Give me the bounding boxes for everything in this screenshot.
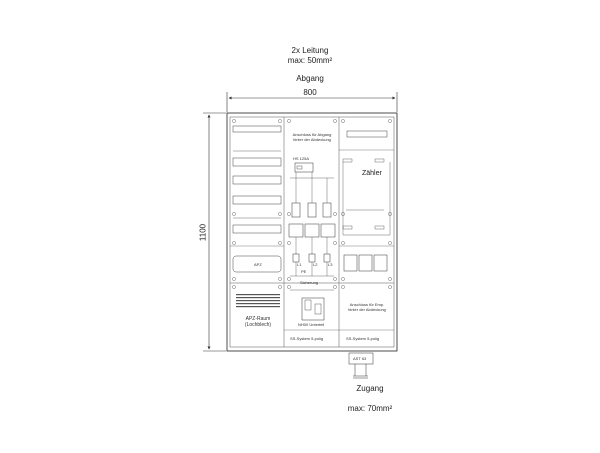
main-switch: [294, 162, 314, 173]
left-module-strips: [232, 125, 282, 273]
apz-room-perforation: [236, 294, 280, 308]
incoming-label: Zugang: [356, 384, 384, 393]
phase-l1-label: L1: [297, 262, 302, 267]
cable-max-label: max: 50mm²: [287, 56, 333, 65]
pe-label: PE: [301, 269, 307, 274]
incoming-cable: [353, 364, 368, 379]
busbar-right-label: SS-System 5-polig: [346, 336, 380, 341]
nh00-label: NH00 Unterteil: [298, 322, 325, 327]
mounting-screws: [232, 119, 392, 289]
cabinet-inner-frame: [229, 116, 395, 348]
incoming-cable-max-label: max: 70mm²: [347, 404, 393, 413]
apz-room-label: APZ-Raum (Lochblech): [244, 316, 272, 328]
ast-label: AST 63: [353, 356, 367, 361]
supply-connection-note: Anschluss für Emp. hinter der Abdeckung: [348, 302, 386, 312]
outgoing-label: Abgang: [296, 74, 324, 83]
height-dimension: [203, 112, 226, 352]
meter-cover-lines: [342, 162, 391, 236]
cable-spec-top: 2x Leitung max: 50mm²: [270, 46, 350, 66]
apz-label: APZ: [254, 262, 262, 267]
meter-label-strip: [346, 130, 388, 138]
main-switch-label: HS 125A: [293, 156, 310, 161]
phase-l2-label: L2: [313, 262, 318, 267]
ast-block: [348, 352, 374, 365]
meter-label: Zähler: [362, 170, 382, 177]
terminal-blocks: [343, 254, 388, 272]
width-dimension: [226, 92, 398, 112]
fuse-label: Sicherung: [300, 280, 319, 285]
cable-count-label: 2x Leitung: [291, 46, 329, 55]
outgoing-connection-note: Anschluss für Abgang hinter der Abdeckun…: [292, 132, 332, 142]
width-dimension-label: 800: [303, 88, 317, 97]
busbar-left-label: SS-System 5-polig: [290, 336, 324, 341]
phase-l3-label: L3: [328, 262, 333, 267]
